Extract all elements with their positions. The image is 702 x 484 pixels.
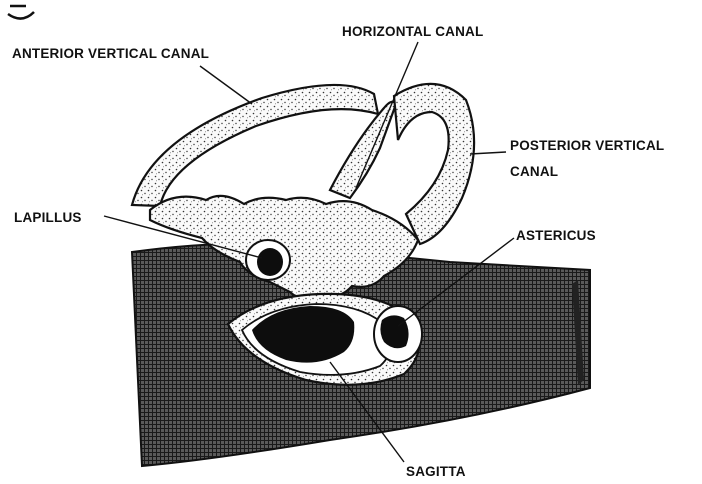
- lapillus-otolith: [257, 248, 283, 276]
- label-sagitta: SAGITTA: [406, 464, 466, 479]
- label-anterior-vertical-canal: ANTERIOR VERTICAL CANAL: [12, 46, 209, 61]
- leader-anterior: [200, 66, 252, 104]
- label-lapillus: LAPILLUS: [14, 210, 82, 225]
- label-posterior-vertical-canal-line1: POSTERIOR VERTICAL: [510, 138, 664, 153]
- label-astericus: ASTERICUS: [516, 228, 596, 243]
- label-horizontal-canal: HORIZONTAL CANAL: [342, 24, 483, 39]
- posterior-vertical-canal: [394, 84, 474, 244]
- label-posterior-vertical-canal-line2: CANAL: [510, 164, 558, 179]
- leader-posterior: [470, 152, 506, 154]
- panel-marker: [8, 6, 34, 19]
